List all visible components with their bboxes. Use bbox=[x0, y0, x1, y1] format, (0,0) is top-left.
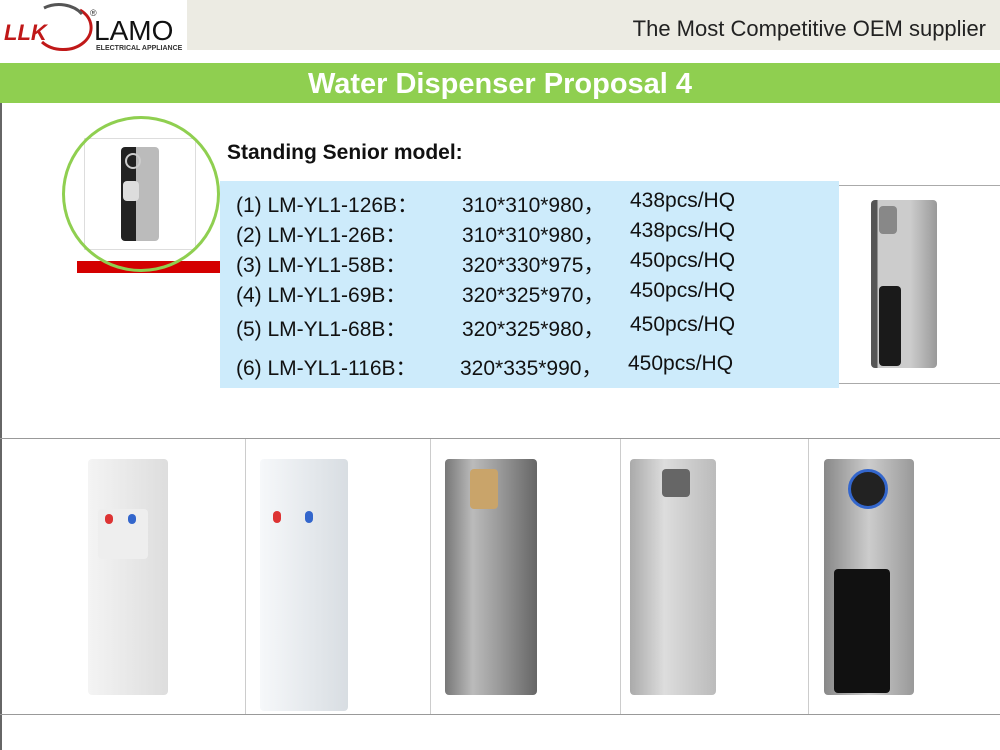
tagline: The Most Competitive OEM supplier bbox=[632, 16, 986, 41]
svg-text:LLK: LLK bbox=[4, 20, 49, 45]
product-image bbox=[245, 439, 431, 714]
header-band bbox=[187, 0, 1000, 50]
model-list: (1) LM-YL1-126B：310*310*980，438pcs/HQ (2… bbox=[220, 181, 839, 388]
title-bar bbox=[0, 63, 1000, 103]
page-title: Water Dispenser Proposal 4 bbox=[307, 68, 693, 100]
product-gallery bbox=[0, 438, 1000, 715]
lamo-logo: LLK LAMO ELECTRICAL APPLIANCE ® bbox=[2, 2, 187, 52]
side-product-frame bbox=[839, 185, 1000, 384]
svg-text:®: ® bbox=[90, 8, 97, 18]
svg-text:ELECTRICAL APPLIANCE: ELECTRICAL APPLIANCE bbox=[96, 45, 183, 52]
product-image bbox=[808, 439, 1000, 714]
product-image bbox=[430, 439, 621, 714]
svg-text:LAMO: LAMO bbox=[94, 15, 173, 46]
product-image bbox=[0, 439, 246, 714]
section-subtitle: Standing Senior model: bbox=[227, 141, 463, 164]
divider bbox=[0, 103, 2, 750]
highlight-circle bbox=[62, 116, 220, 272]
product-image bbox=[620, 439, 809, 714]
